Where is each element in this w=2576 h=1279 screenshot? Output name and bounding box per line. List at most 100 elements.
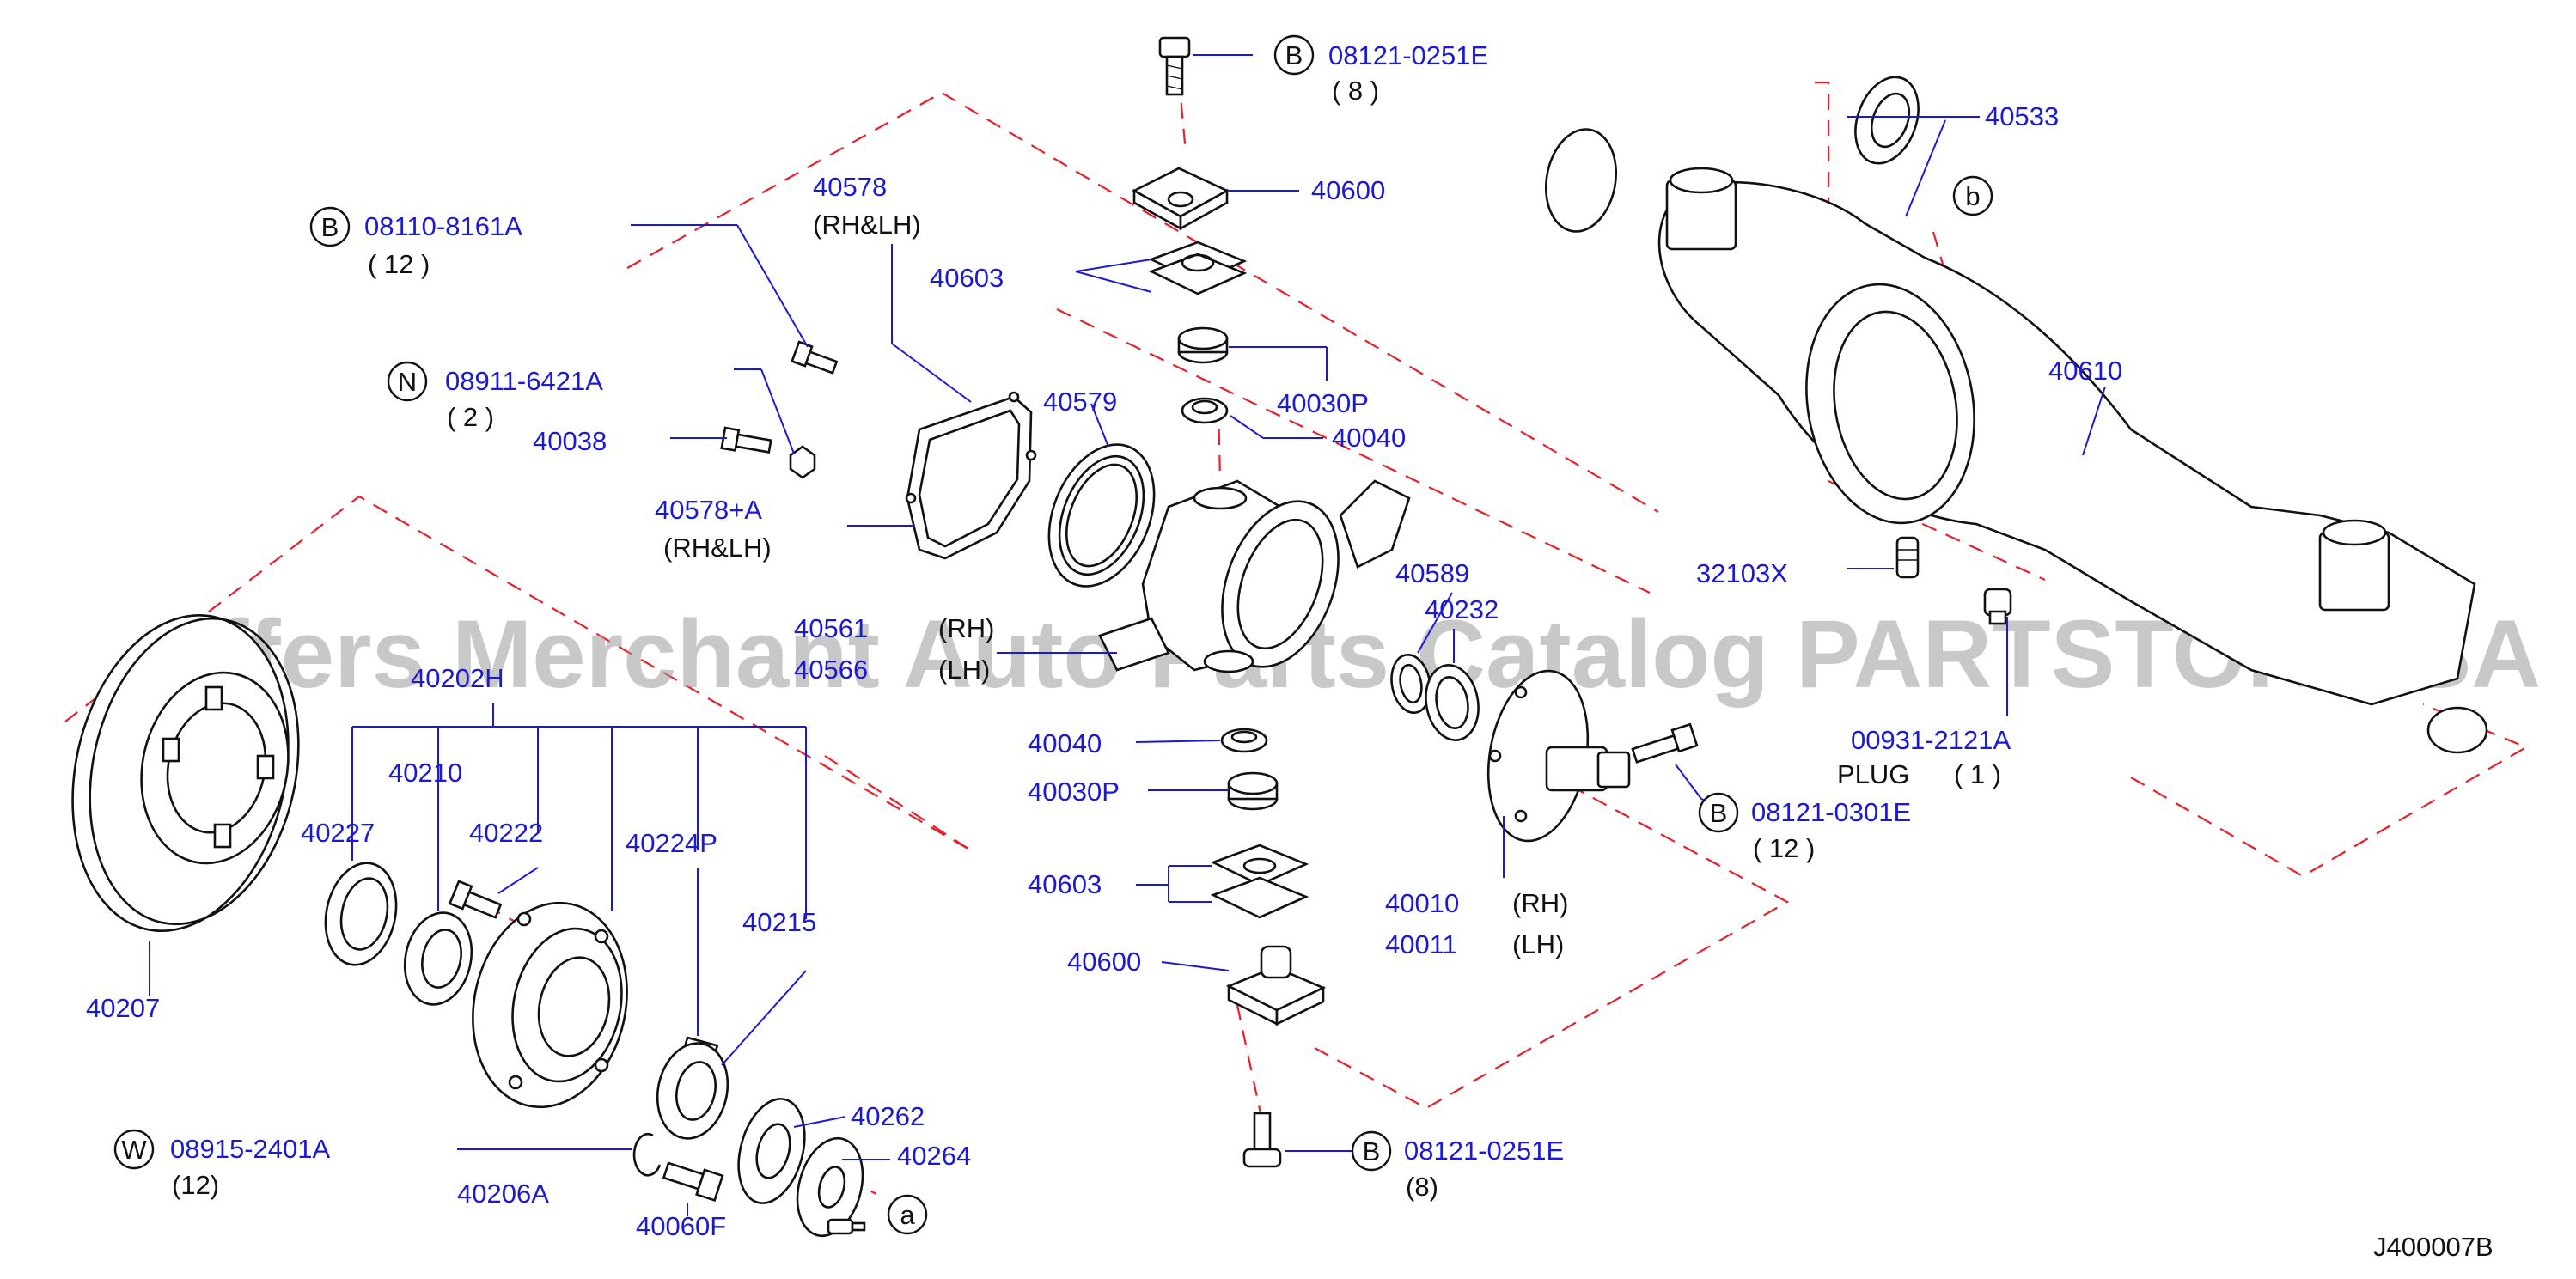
upper-bearing-icon	[1177, 326, 1229, 364]
label-32103X[interactable]: 32103X	[1696, 558, 1788, 588]
circle-B-0301E: B	[1698, 792, 1739, 833]
svg-text:b: b	[1965, 181, 1980, 211]
upper-kingpin-cap-icon	[1132, 167, 1230, 231]
circle-b-axle: b	[1952, 175, 1993, 216]
lower-kingpin-cap-icon	[1225, 945, 1327, 1026]
label-40030P-upper[interactable]: 40030P	[1277, 388, 1369, 418]
knuckle-seal-ring-icon	[1047, 443, 1156, 588]
label-40589[interactable]: 40589	[1395, 558, 1469, 588]
hub-boundary	[64, 495, 972, 851]
set-screw-icon	[827, 1218, 866, 1235]
label-40206A[interactable]: 40206A	[457, 1179, 549, 1209]
label-40215[interactable]: 40215	[742, 907, 816, 937]
label-40227[interactable]: 40227	[301, 818, 375, 848]
spindle-bushing-icon	[1390, 653, 1480, 741]
note-40578-rhlh: (RH&LH)	[813, 210, 921, 240]
spindle-icon	[1486, 669, 1631, 843]
label-40040-upper[interactable]: 40040	[1332, 423, 1406, 453]
label-40610[interactable]: 40610	[2048, 356, 2122, 386]
label-40038[interactable]: 40038	[533, 426, 607, 456]
note-40566-lh: (LH)	[938, 655, 990, 685]
label-08915-2401A[interactable]: 08915-2401A	[170, 1134, 330, 1164]
label-40011[interactable]: 40011	[1385, 929, 1457, 959]
label-40207[interactable]: 40207	[86, 993, 160, 1023]
wheel-hub-icon	[472, 901, 628, 1109]
hub-boundary-inner	[824, 755, 972, 851]
caliper-bolt-icon	[720, 426, 772, 454]
svg-text:a: a	[900, 1200, 915, 1230]
hub-oil-seal-icon	[324, 862, 398, 966]
label-08911-6421A[interactable]: 08911-6421A	[445, 366, 603, 396]
lock-plate-icon	[796, 1136, 864, 1238]
label-40202H[interactable]: 40202H	[411, 663, 504, 693]
label-08121-0251E-bottom[interactable]: 08121-0251E	[1404, 1136, 1564, 1166]
knuckle-boundary-lower	[1056, 308, 1651, 594]
label-40561[interactable]: 40561	[794, 613, 868, 643]
note-40578A-rhlh: (RH&LH)	[663, 533, 772, 563]
label-40060F[interactable]: 40060F	[636, 1211, 726, 1241]
lower-shim-icon	[1210, 844, 1309, 919]
circle-W-08915: W	[113, 1129, 155, 1170]
brake-rotor-icon	[71, 614, 300, 932]
svg-text:B: B	[1363, 1136, 1381, 1166]
circle-B-top: B	[1273, 34, 1315, 76]
wheel-stud-icon	[448, 880, 503, 919]
note-40561-rh: (RH)	[938, 613, 994, 643]
label-40030P-lower[interactable]: 40030P	[1028, 777, 1120, 807]
axle-seal-icon	[1854, 76, 1920, 165]
label-00931-2121A[interactable]: 00931-2121A	[1851, 725, 2011, 755]
label-40578[interactable]: 40578	[813, 172, 887, 202]
callout-circles: B B N b B W B a	[113, 34, 1993, 1235]
label-40224P[interactable]: 40224P	[626, 828, 717, 858]
snap-ring-icon	[632, 1132, 662, 1177]
bolt-top-icon	[1158, 36, 1191, 96]
part-labels: 08121-0251E ( 8 ) 40533 40578 (RH&LH) 40…	[86, 40, 2494, 1262]
steering-knuckle-icon	[1098, 479, 1411, 673]
spindle-bolt-icon	[1631, 722, 1699, 764]
label-40262[interactable]: 40262	[851, 1101, 925, 1131]
label-08121-0301E[interactable]: 08121-0301E	[1751, 797, 1911, 827]
label-40603-upper[interactable]: 40603	[930, 263, 1004, 293]
svg-text:W: W	[121, 1135, 147, 1165]
label-40264[interactable]: 40264	[897, 1141, 971, 1171]
lower-seal-icon	[1220, 728, 1268, 753]
lock-nut-icon	[789, 445, 816, 479]
inner-wheel-bearing-icon	[403, 911, 473, 1006]
label-40040-lower[interactable]: 40040	[1028, 728, 1102, 758]
label-40010[interactable]: 40010	[1385, 888, 1459, 918]
label-40578A[interactable]: 40578+A	[655, 495, 762, 525]
label-40533[interactable]: 40533	[1985, 101, 2059, 131]
backing-plate-icon	[905, 391, 1037, 560]
svg-text:B: B	[1710, 798, 1728, 828]
drain-plug-icon	[1983, 588, 2012, 625]
circle-B-08110: B	[309, 206, 351, 247]
svg-text:N: N	[398, 367, 417, 397]
label-08121-0251E-top[interactable]: 08121-0251E	[1328, 40, 1488, 70]
label-40579[interactable]: 40579	[1043, 387, 1117, 417]
outer-wheel-bearing-icon	[656, 1042, 729, 1140]
circle-a-hub: a	[887, 1194, 928, 1235]
circle-N-08911: N	[387, 361, 428, 402]
breather-icon	[1895, 536, 1920, 579]
svg-text:B: B	[1285, 40, 1303, 70]
label-40600-lower[interactable]: 40600	[1067, 947, 1141, 977]
label-40222[interactable]: 40222	[469, 818, 543, 848]
label-40566[interactable]: 40566	[794, 655, 868, 685]
label-40232[interactable]: 40232	[1425, 594, 1499, 624]
note-40010-rh: (RH)	[1512, 888, 1568, 918]
svg-text:B: B	[321, 212, 339, 242]
small-bolt-icon	[791, 340, 839, 375]
lock-washer-icon	[737, 1098, 806, 1204]
upper-seal-icon	[1181, 397, 1229, 424]
label-08110-8161A[interactable]: 08110-8161A	[364, 211, 522, 241]
watermark: Offers Merchant Auto Parts Catalog PARTS…	[142, 600, 2541, 708]
label-40210[interactable]: 40210	[388, 758, 462, 788]
label-40603-lower[interactable]: 40603	[1028, 869, 1102, 899]
diagram-id: J400007B	[2373, 1232, 2494, 1262]
label-40600-upper[interactable]: 40600	[1311, 175, 1385, 205]
knuckle-boundary-bottom	[1314, 772, 1790, 1110]
note-40011-lh: (LH)	[1512, 929, 1564, 959]
qty-12-0301E: ( 12 )	[1753, 833, 1815, 863]
qty-12-08110: ( 12 )	[368, 249, 430, 279]
bolt-bottom-icon	[1242, 1112, 1282, 1168]
